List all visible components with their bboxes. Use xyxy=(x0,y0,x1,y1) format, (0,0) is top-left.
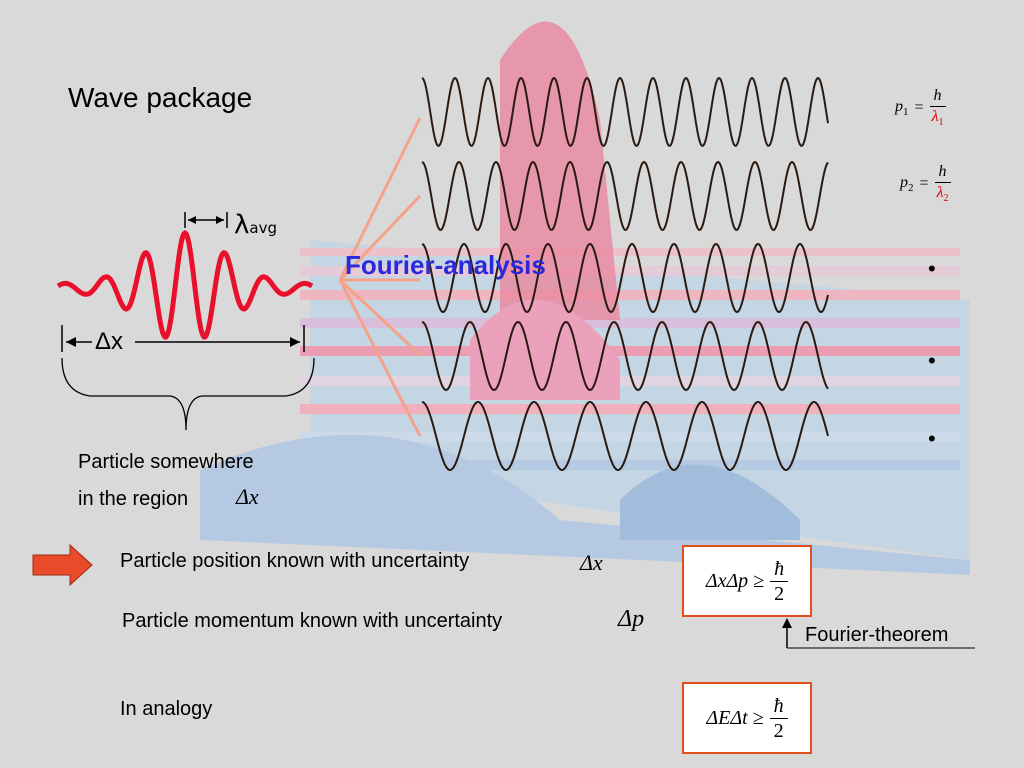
momentum-letter: p xyxy=(900,174,908,191)
momentum-uncertainty-symbol: Δp xyxy=(618,606,645,632)
fraction-denominator: λ1 xyxy=(932,107,944,128)
fourier-fan-lines xyxy=(338,117,422,437)
momentum-fraction: h λ2 xyxy=(934,164,951,204)
equals-sign: = xyxy=(914,99,924,117)
relation-fraction: ħ 2 xyxy=(770,559,789,605)
fan-line xyxy=(338,117,422,281)
relation-fraction: ħ 2 xyxy=(769,696,788,742)
sine-wave-component xyxy=(421,76,829,147)
fan-line xyxy=(338,279,422,437)
band xyxy=(300,346,960,356)
relation-lhs: ΔEΔt ≥ xyxy=(706,706,764,729)
band xyxy=(300,460,960,470)
region-brace xyxy=(61,357,315,431)
band xyxy=(300,248,960,256)
bullet-dot: • xyxy=(928,256,936,281)
fraction-numerator: h xyxy=(934,164,951,183)
red-arrow-icon xyxy=(32,543,93,587)
momentum-fraction: h λ1 xyxy=(929,88,946,128)
momentum-1-equation: p1 = h λ1 xyxy=(895,88,946,128)
arrowhead xyxy=(290,337,300,347)
fraction-denominator: 2 xyxy=(774,582,785,605)
equals-sign: = xyxy=(919,175,929,193)
fan-line xyxy=(338,194,422,282)
lambda-subscript: 1 xyxy=(938,117,944,129)
lambda-symbol: λ xyxy=(936,184,944,201)
wave-packet-diagram xyxy=(56,212,315,431)
band xyxy=(300,318,960,328)
bullet-dot: • xyxy=(928,426,936,451)
position-uncertainty-text: Particle position known with uncertainty xyxy=(120,550,470,572)
fraction-denominator: λ2 xyxy=(937,183,949,204)
arrowhead xyxy=(216,216,224,224)
page-title: Wave package xyxy=(68,82,253,113)
momentum-subscript: 1 xyxy=(903,106,909,119)
lambda-symbol: λ xyxy=(234,210,250,240)
momentum-uncertainty-text: Particle momentum known with uncertainty xyxy=(122,610,503,632)
region-text-line2: in the region xyxy=(78,488,189,510)
band xyxy=(300,432,960,442)
lambda-symbol: λ xyxy=(931,108,939,125)
arrowhead xyxy=(66,337,76,347)
position-momentum-relation-box: ΔxΔp ≥ ħ 2 xyxy=(682,545,812,617)
packet-width-label: Δx xyxy=(95,328,124,355)
fan-line xyxy=(338,278,422,357)
lambda-subscript: 2 xyxy=(943,193,949,205)
position-uncertainty-symbol: Δx xyxy=(580,550,603,575)
lambda-subscript: avg xyxy=(249,219,277,237)
momentum-subscript: 2 xyxy=(908,182,914,195)
fraction-numerator: h xyxy=(929,88,946,107)
wavelength-label: λavg xyxy=(234,210,277,240)
fraction-numerator: ħ xyxy=(769,696,788,719)
analogy-text: In analogy xyxy=(120,698,213,720)
region-text-line1: Particle somewhere xyxy=(78,451,254,473)
region-symbol: Δx xyxy=(236,484,259,509)
band xyxy=(300,404,960,414)
band xyxy=(300,266,960,276)
fraction-denominator: 2 xyxy=(773,719,784,742)
momentum-symbol: p2 xyxy=(900,174,914,194)
sine-wave-component xyxy=(421,400,829,472)
arrowhead xyxy=(188,216,196,224)
relation-lhs: ΔxΔp ≥ xyxy=(705,569,765,592)
momentum-letter: p xyxy=(895,98,903,115)
band xyxy=(300,376,960,386)
band xyxy=(300,290,960,300)
background-wave-surface xyxy=(200,21,970,575)
bullet-dot: • xyxy=(928,348,936,373)
sine-wave-component xyxy=(421,160,829,231)
energy-time-relation-box: ΔEΔt ≥ ħ 2 xyxy=(682,682,812,754)
momentum-2-equation: p2 = h λ2 xyxy=(900,164,951,204)
fourier-components xyxy=(421,76,829,472)
arrowhead xyxy=(782,618,792,628)
fourier-analysis-label: Fourier-analysis xyxy=(345,250,546,280)
fourier-theorem-label: Fourier-theorem xyxy=(805,624,949,646)
fraction-numerator: ħ xyxy=(770,559,789,582)
momentum-symbol: p1 xyxy=(895,98,909,118)
sine-wave-component xyxy=(421,242,829,314)
wave-packet-curve xyxy=(56,229,314,340)
sine-wave-component xyxy=(421,320,829,392)
